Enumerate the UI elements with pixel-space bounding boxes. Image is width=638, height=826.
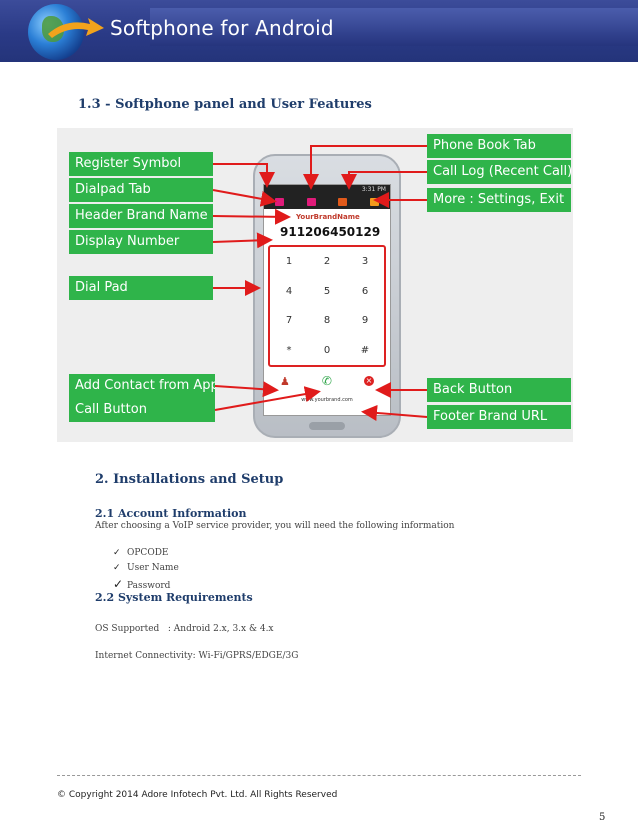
- requirement-item: ✓Password: [113, 577, 171, 591]
- label-add-contact: Add Contact from App: [69, 374, 215, 398]
- label-header-brand-name: Header Brand Name: [69, 204, 213, 228]
- call-log-tab-icon[interactable]: [338, 198, 348, 206]
- section-title: 1.3 - Softphone panel and User Features: [78, 97, 372, 112]
- dial-key[interactable]: 7: [285, 315, 293, 327]
- installations-heading: 2. Installations and Setup: [95, 472, 284, 487]
- home-button: [309, 422, 345, 430]
- dial-key[interactable]: 4: [285, 285, 293, 297]
- annotation-arrows: [212, 145, 428, 421]
- account-info-heading: 2.1 Account Information: [95, 507, 247, 520]
- phone-status-bar: 3:31 PM: [264, 185, 390, 195]
- account-info-text: After choosing a VoIP service provider, …: [95, 521, 455, 531]
- dial-key[interactable]: 0: [323, 344, 331, 356]
- softphone-figure: Register Symbol Dialpad Tab Header Brand…: [57, 128, 573, 442]
- checkmark-icon: ✓: [113, 563, 121, 573]
- add-contact-icon[interactable]: ♟: [280, 374, 290, 388]
- status-time: 3:31 PM: [361, 186, 386, 193]
- label-footer-brand-url: Footer Brand URL: [427, 405, 571, 429]
- phone-book-tab-icon[interactable]: [306, 198, 316, 206]
- dial-key[interactable]: 5: [323, 285, 331, 297]
- dial-key[interactable]: 9: [361, 315, 369, 327]
- display-number: 911206450129: [280, 225, 381, 239]
- dial-pad: 1 2 3 4 5 6 7 8 9 * 0 #: [268, 245, 386, 367]
- os-supported-text: OS Supported : Android 2.x, 3.x & 4.x: [95, 624, 274, 634]
- phone-action-row: ♟ ✆ ×: [264, 371, 390, 391]
- header-banner: Softphone for Android: [0, 0, 638, 62]
- footer-divider: [57, 775, 581, 776]
- dial-key[interactable]: #: [360, 344, 370, 356]
- dial-key[interactable]: 3: [361, 256, 369, 268]
- requirement-item: ✓User Name: [113, 563, 179, 573]
- label-dialpad-tab: Dialpad Tab: [69, 178, 213, 202]
- internet-connectivity-text: Internet Connectivity: Wi-Fi/GPRS/EDGE/3…: [95, 651, 299, 661]
- label-more-settings: More : Settings, Exit: [427, 188, 571, 212]
- dial-key[interactable]: *: [286, 344, 292, 356]
- dial-key[interactable]: 2: [323, 256, 331, 268]
- header-brand-name: YourBrandName: [296, 213, 360, 221]
- label-call-log: Call Log (Recent Call): [427, 160, 571, 184]
- dial-key[interactable]: 1: [285, 256, 293, 268]
- page-number: 5: [599, 812, 606, 823]
- back-button-icon[interactable]: ×: [363, 376, 374, 386]
- checkmark-icon: ✓: [113, 577, 124, 591]
- dialpad-tab-icon[interactable]: [275, 198, 285, 206]
- dial-key[interactable]: 6: [361, 285, 369, 297]
- label-back-button: Back Button: [427, 378, 571, 402]
- label-phone-book-tab: Phone Book Tab: [427, 134, 571, 158]
- label-register-symbol: Register Symbol: [69, 152, 213, 176]
- footer-brand-url: www.yourbrand.com: [301, 397, 353, 403]
- dial-key[interactable]: 8: [323, 315, 331, 327]
- checkmark-icon: ✓: [113, 548, 121, 558]
- banner-stripe: [150, 8, 638, 46]
- copyright-text: © Copyright 2014 Adore Infotech Pvt. Ltd…: [57, 790, 338, 800]
- label-dial-pad: Dial Pad: [69, 276, 213, 300]
- system-requirements-heading: 2.2 System Requirements: [95, 591, 253, 604]
- call-button-icon[interactable]: ✆: [321, 374, 332, 388]
- requirement-item: ✓OPCODE: [113, 548, 169, 558]
- banner-title: Softphone for Android: [110, 16, 334, 40]
- label-call-button: Call Button: [69, 398, 215, 422]
- arrow-logo-icon: [48, 18, 104, 38]
- label-display-number: Display Number: [69, 230, 213, 254]
